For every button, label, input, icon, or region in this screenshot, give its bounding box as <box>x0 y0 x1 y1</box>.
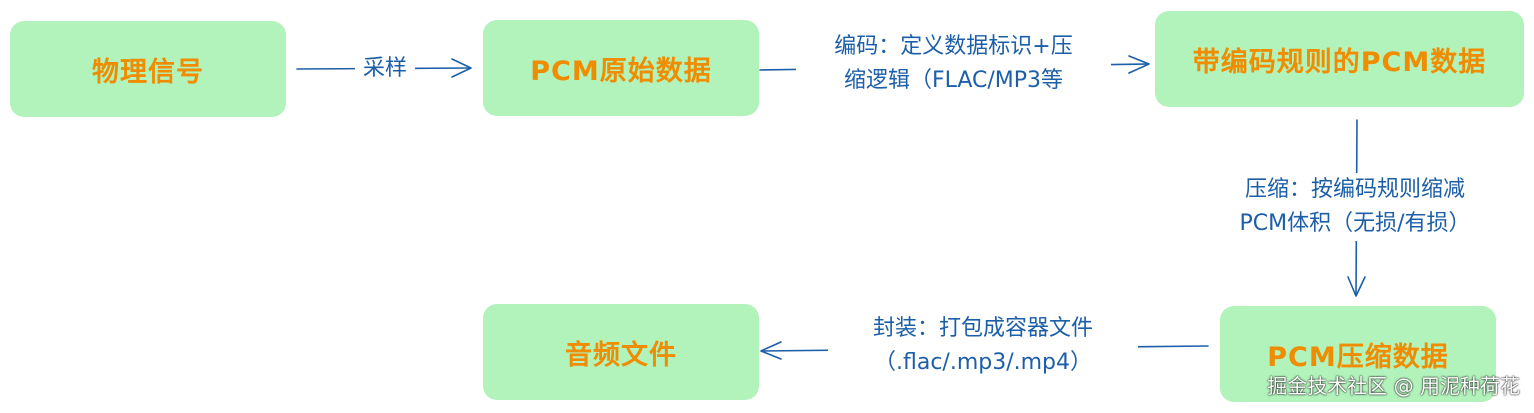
node-pcm-raw-label: PCM原始数据 <box>530 55 712 87</box>
edge-label-packaging-line2: （.flac/.mp3/.mp4） <box>873 350 1093 375</box>
node-pcm-compressed-label: PCM压缩数据 <box>1267 341 1449 373</box>
edge-label-encoding: 编码：定义数据标识+压 缩逻辑（FLAC/MP3等 <box>796 30 1111 98</box>
node-physical-signal: 物理信号 <box>10 21 286 117</box>
edge-label-sampling: 采样 <box>355 52 415 86</box>
node-pcm-raw: PCM原始数据 <box>483 20 759 116</box>
edge-label-compression: 压缩：按编码规则缩减 PCM体积（无损/有损） <box>1200 173 1510 241</box>
node-pcm-compressed: PCM压缩数据 <box>1220 306 1496 402</box>
edge-label-packaging: 封装：打包成容器文件 （.flac/.mp3/.mp4） <box>828 312 1138 380</box>
node-physical-signal-label: 物理信号 <box>92 56 204 88</box>
edge-label-sampling-line1: 采样 <box>362 56 407 81</box>
watermark: 掘金技术社区 @ 用泥种荷花 <box>1267 374 1520 398</box>
node-audio-file-label: 音频文件 <box>565 339 677 371</box>
node-encoded-pcm: 带编码规则的PCM数据 <box>1155 11 1524 107</box>
edge-label-compression-line1: 压缩：按编码规则缩减 <box>1244 177 1465 202</box>
edge-label-encoding-line1: 编码：定义数据标识+压 <box>834 34 1073 59</box>
node-audio-file: 音频文件 <box>483 304 759 400</box>
edge-label-packaging-line1: 封装：打包成容器文件 <box>872 316 1093 341</box>
edge-label-encoding-line2: 缩逻辑（FLAC/MP3等 <box>843 68 1064 93</box>
edge-label-compression-line2: PCM体积（无损/有损） <box>1239 211 1471 236</box>
node-encoded-pcm-label: 带编码规则的PCM数据 <box>1192 46 1487 78</box>
